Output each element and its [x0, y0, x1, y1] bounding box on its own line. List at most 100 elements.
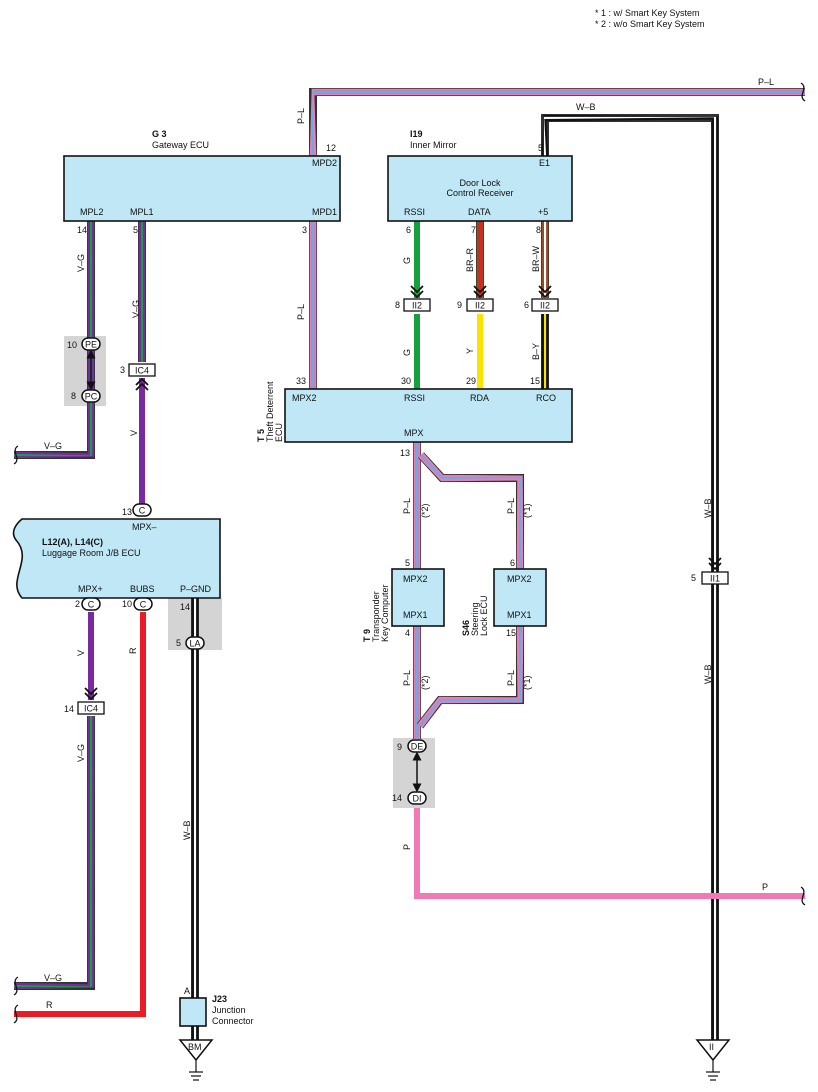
- connector-ic4-lower: IC4: [77, 701, 105, 715]
- t9-name1: Transponder: [371, 591, 381, 642]
- pin-number: 3: [120, 365, 125, 375]
- wire-label-g: G: [402, 349, 412, 356]
- connector-ic4-lower-label: IC4: [84, 704, 98, 714]
- j23-code: J23: [212, 994, 227, 1004]
- pin-name-mpx-plus: MPX+: [78, 584, 103, 594]
- connector-c-mpx-minus: C: [132, 503, 152, 517]
- wire-label-pl: P–L: [402, 670, 412, 686]
- s46-code: S46: [461, 620, 471, 636]
- luggage-room-jb-ecu: MPX– L12(A), L14(C) Luggage Room J/B ECU…: [12, 518, 221, 599]
- pin-number: 8: [536, 225, 541, 235]
- pin-number: 29: [466, 376, 476, 386]
- s46-name1: Steering: [470, 602, 480, 636]
- pin-number: 30: [401, 376, 411, 386]
- wire-label-g: G: [402, 257, 412, 264]
- pin-number: 15: [530, 376, 540, 386]
- wire-break-icon: [800, 82, 806, 102]
- wire-label-vg: V–G: [44, 973, 62, 983]
- pin-number: 13: [122, 507, 132, 517]
- wire-p-di: [414, 808, 805, 899]
- inner-mirror: I19 Inner Mirror Door Lock Control Recei…: [387, 129, 573, 222]
- pin-name-plus5: +5: [538, 207, 548, 217]
- arrow-chevron-icon: [473, 285, 487, 299]
- wire-label-v: V: [76, 650, 86, 656]
- connector-pc-label: PC: [85, 392, 98, 402]
- connector-de-label: DE: [411, 742, 424, 752]
- wire-wb-pgnd: [191, 598, 199, 998]
- connector-ii1: II1: [701, 571, 729, 585]
- pin-name-rco: RCO: [536, 393, 556, 403]
- j23-name2: Connector: [212, 1016, 254, 1026]
- wire-label-vg: V–G: [76, 744, 86, 762]
- t9-name2: Key Computer: [380, 584, 390, 642]
- pin-name-e1: E1: [539, 158, 550, 168]
- door-lock-line2: Control Receiver: [446, 188, 513, 198]
- wire-label-pl: P–L: [506, 670, 516, 686]
- wire-pl-s46-de: [416, 625, 524, 729]
- pin-name-mpx2-t5: MPX2: [292, 393, 317, 403]
- pin-number: 5: [133, 225, 138, 235]
- wire-label-pl: P–L: [402, 498, 412, 514]
- wire-label-wb: W–B: [703, 664, 713, 684]
- connector-ic4-upper: IC4: [128, 363, 156, 377]
- pin-name-mpd1: MPD1: [312, 207, 337, 217]
- connector-di: DI: [407, 791, 427, 805]
- connector-ii2-data-label: II2: [475, 301, 485, 311]
- pin-number: 2: [75, 599, 80, 609]
- connector-ii1-label: II1: [710, 574, 720, 584]
- wire-label-brr: BR–R: [465, 247, 475, 272]
- note-no-smart-key: * 2 : w/o Smart Key System: [595, 19, 705, 29]
- connector-c-bubs: C: [133, 597, 153, 611]
- wire-label-wb: W–B: [576, 102, 596, 112]
- wire-pl-mpd1: [309, 221, 317, 389]
- pin-number: 33: [296, 376, 306, 386]
- pin-number: 6: [524, 300, 529, 310]
- pin-number: 14: [64, 704, 74, 714]
- pin-number: 13: [400, 448, 410, 458]
- connector-c-bubs-label: C: [140, 600, 147, 610]
- pin-number: 8: [395, 300, 400, 310]
- connector-pe-label: PE: [85, 340, 97, 350]
- pin-number: 5: [538, 143, 543, 153]
- junction-connector: A J23 Junction Connector: [179, 986, 254, 1027]
- wire-r-bubs: [14, 612, 146, 1017]
- pin-name-rssi-top: RSSI: [404, 207, 425, 217]
- wire-label-p: P: [402, 844, 412, 850]
- connector-ii2-plus5: II2: [531, 298, 559, 312]
- wire-break-icon: [13, 1004, 19, 1024]
- inner-mirror-name: Inner Mirror: [410, 140, 457, 150]
- wire-label-brw: BR–W: [531, 245, 541, 272]
- gateway-ecu: G 3 Gateway ECU MPD2 MPL2 MPL1 MPD1: [63, 129, 341, 222]
- wire-label-p: P: [762, 882, 768, 892]
- gateway-ecu-name: Gateway ECU: [152, 140, 209, 150]
- ground-label-ii: II: [709, 1042, 714, 1052]
- gateway-ecu-code: G 3: [152, 129, 167, 139]
- wire-label-star1: (*1): [522, 675, 532, 690]
- t9-code: T 9: [362, 629, 372, 642]
- pin-name-data: DATA: [468, 207, 491, 217]
- pin-number: 5: [176, 638, 181, 648]
- connector-de: DE: [407, 739, 427, 753]
- arrow-chevron-icon: [84, 687, 98, 701]
- connector-pc: PC: [81, 389, 101, 403]
- pin-name-t9-mpx1: MPX1: [403, 610, 428, 620]
- theft-ecu-name1: Theft Deterrent: [265, 381, 275, 442]
- connector-ii2-rssi-label: II2: [412, 301, 422, 311]
- inner-mirror-code: I19: [410, 129, 423, 139]
- wire-pl-t9-de: [413, 626, 421, 739]
- wire-pl-mpd2: [309, 88, 806, 157]
- pin-number: 10: [67, 340, 77, 350]
- j23-pin-a: A: [184, 986, 190, 996]
- wire-label-vg: V–G: [44, 441, 62, 451]
- wire-brw-plus5: [541, 221, 549, 298]
- wire-pl-mpx-s46: [418, 452, 524, 570]
- theft-ecu-code: T 5: [256, 429, 266, 442]
- s46-name2: Lock ECU: [479, 595, 489, 636]
- wire-label-by: B–Y: [531, 343, 541, 360]
- wire-label-wb: W–B: [182, 820, 192, 840]
- pin-number: 4: [405, 628, 410, 638]
- j23-name1: Junction: [212, 1005, 246, 1015]
- theft-ecu-name2: ECU: [274, 423, 284, 442]
- pin-number: 12: [326, 143, 336, 153]
- note-smart-key: * 1 : w/ Smart Key System: [595, 8, 700, 18]
